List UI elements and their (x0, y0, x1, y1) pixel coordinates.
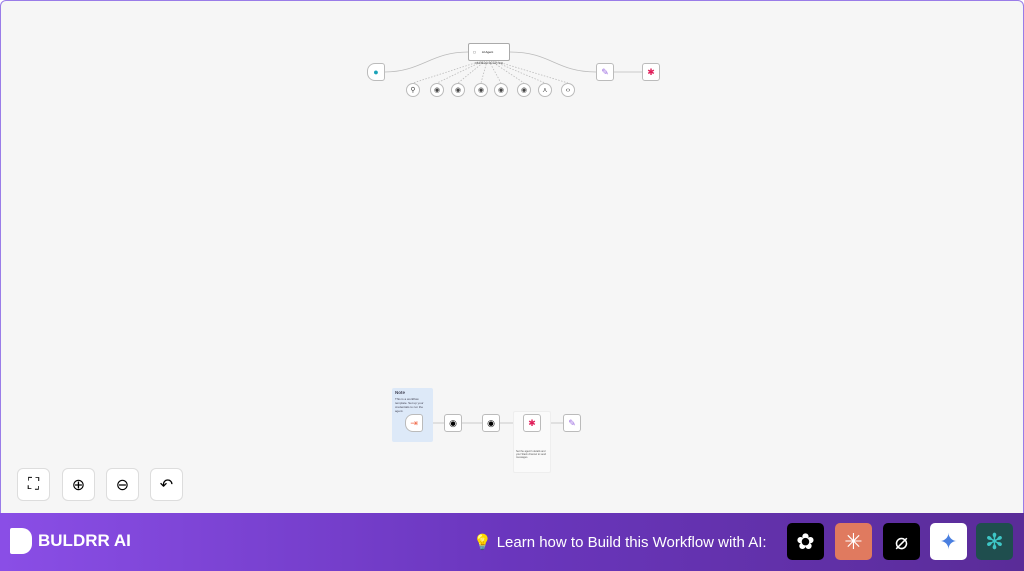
code-tool-node[interactable]: ‹› (561, 83, 575, 97)
tool-node[interactable]: ◉ (430, 83, 444, 97)
sticky-text: Set the agent's details and your Slack c… (516, 450, 547, 459)
workflow-trigger-node[interactable]: ⇥ (405, 414, 423, 432)
tool-node[interactable]: ◉ (494, 83, 508, 97)
lightbulb-icon: 💡 (473, 534, 492, 551)
footer-bar: BULDRR AI 💡Learn how to Build this Workf… (0, 513, 1024, 571)
cta-text: Learn how to Build this Workflow with AI… (496, 533, 767, 551)
claude-icon[interactable]: ✳ (835, 523, 872, 560)
edit-fields-node[interactable]: ✎ (563, 414, 581, 432)
fullscreen-icon: ⛶ (27, 475, 40, 493)
chatgpt-icon[interactable]: ✿ (787, 523, 824, 560)
brand-name: BULDRR AI (38, 531, 131, 550)
brand-logo[interactable]: BULDRR AI (10, 528, 131, 554)
undo-button[interactable]: ↶ (150, 468, 183, 501)
zoom-in-icon: ⊕ (71, 476, 86, 494)
zoom-out-icon: ⊖ (115, 476, 130, 494)
edit-fields-node[interactable]: ✎ (596, 63, 614, 81)
gemini-icon[interactable]: ✦ (930, 523, 967, 560)
slack-node[interactable]: ✱ (642, 63, 660, 81)
tool-node[interactable]: ◉ (451, 83, 465, 97)
openai-node[interactable]: ◉ (444, 414, 462, 432)
learn-cta[interactable]: 💡Learn how to Build this Workflow with A… (473, 533, 767, 552)
slack-node[interactable]: ✱ (523, 414, 541, 432)
note-text: This is a workflow template. Set up your… (395, 397, 424, 413)
agent-ports: Chat Model Memory Tool (475, 62, 503, 65)
sticky-note[interactable]: Set the agent's details and your Slack c… (513, 411, 551, 473)
ai-agent-node[interactable]: ▢ AI Agent (468, 43, 510, 61)
note-title: Note (395, 390, 405, 395)
zoom-in-button[interactable]: ⊕ (62, 468, 95, 501)
connections (384, 51, 642, 424)
wire (509, 51, 597, 73)
undo-icon: ↶ (159, 476, 174, 494)
logo-icon (10, 528, 32, 554)
wire (384, 51, 469, 73)
perplexity-icon[interactable]: ✻ (976, 523, 1013, 560)
tool-node[interactable]: ⚲ (406, 83, 420, 97)
zoom-out-button[interactable]: ⊖ (106, 468, 139, 501)
chat-trigger-node[interactable]: ● (367, 63, 385, 81)
tool-node[interactable]: ⋏ (538, 83, 552, 97)
tool-node[interactable]: ◉ (474, 83, 488, 97)
workflow-canvas[interactable]: ● ▢ AI Agent Chat Model Memory Tool ✎ ✱ ⚲… (0, 0, 1024, 513)
robot-icon: ▢ (473, 50, 476, 54)
grok-icon[interactable]: ⌀ (883, 523, 920, 560)
tool-node[interactable]: ◉ (517, 83, 531, 97)
fit-view-button[interactable]: ⛶ (17, 468, 50, 501)
agent-label: AI Agent (481, 50, 494, 54)
openai-node[interactable]: ◉ (482, 414, 500, 432)
